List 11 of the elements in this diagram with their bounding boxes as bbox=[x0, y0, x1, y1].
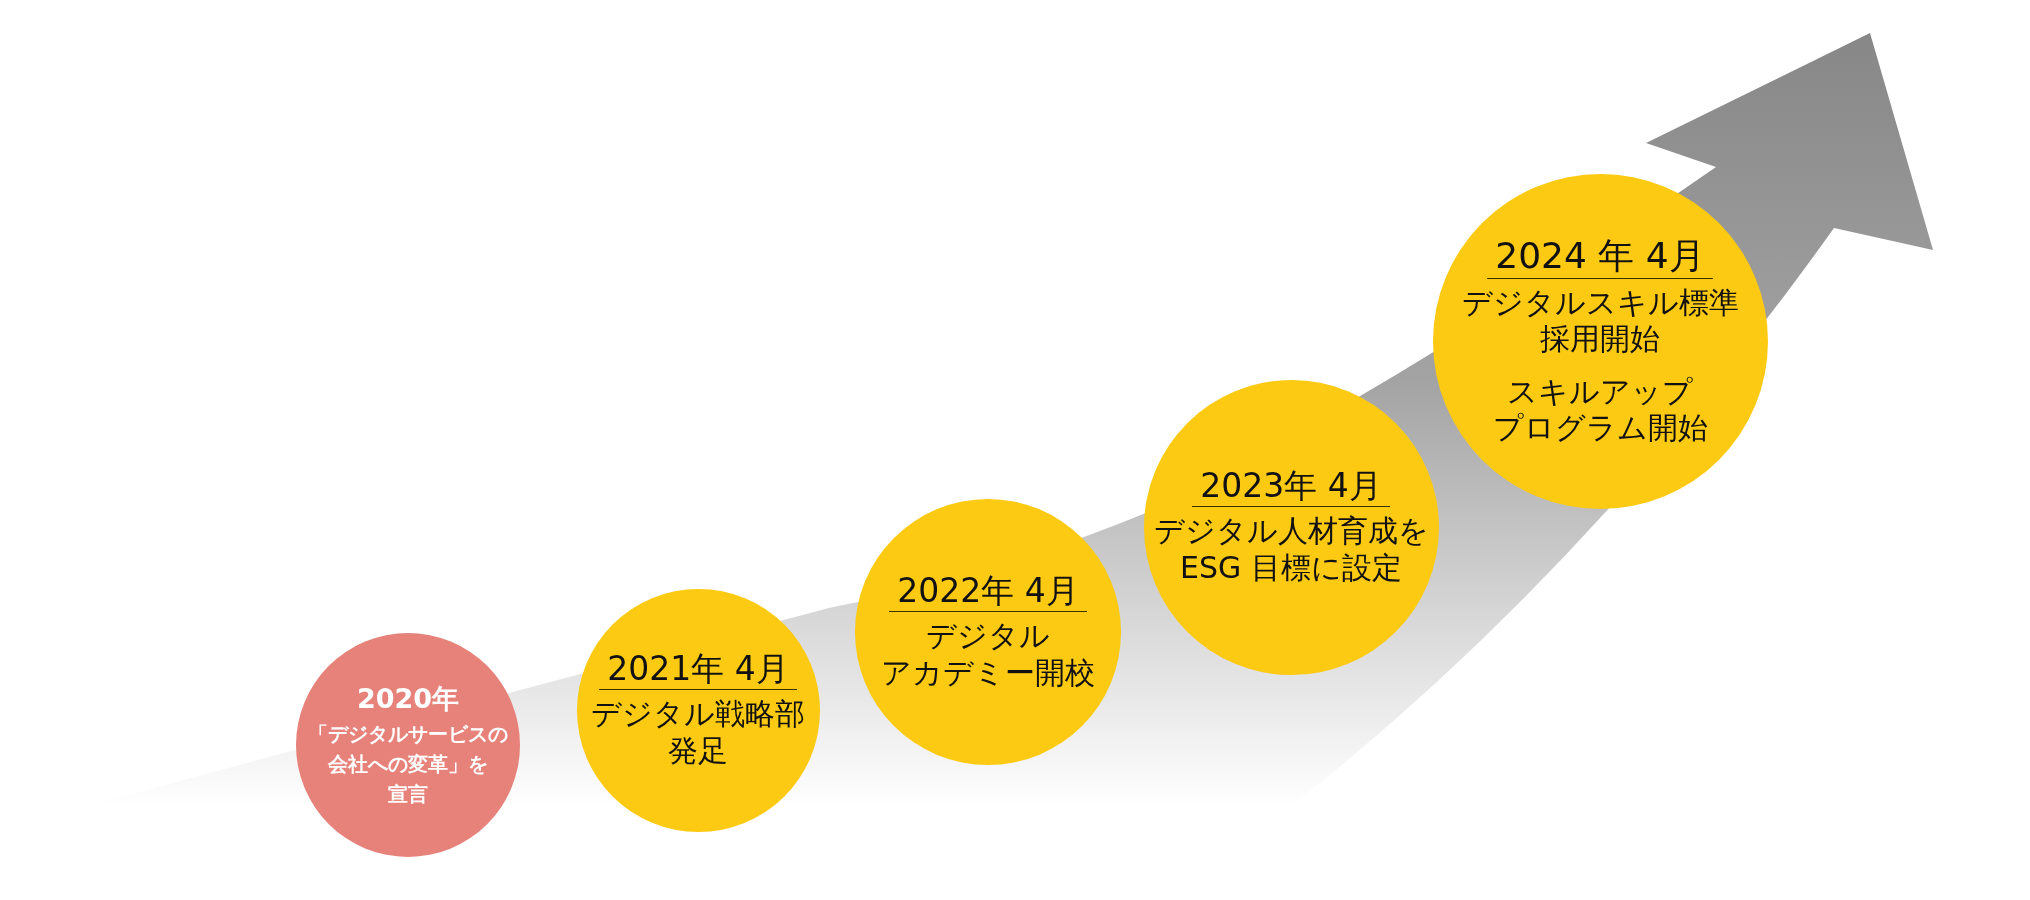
date-heading: 2020年 bbox=[356, 682, 460, 717]
milestone-text: デジタル人材育成をESG 目標に設定 bbox=[1153, 513, 1429, 587]
milestone-text: デジタル戦略部発足 bbox=[591, 696, 805, 770]
date-heading: 2023年 4月 bbox=[1192, 467, 1390, 508]
milestone-text: スキルアッププログラム開始 bbox=[1492, 373, 1708, 447]
date-heading: 2022年 4月 bbox=[889, 572, 1087, 613]
milestone-text: デジタルスキル標準採用開始 bbox=[1461, 284, 1739, 358]
date-heading: 2024 年 4月 bbox=[1487, 235, 1713, 279]
date-heading: 2021年 4月 bbox=[599, 650, 797, 691]
milestone-text: デジタルアカデミー開校 bbox=[881, 618, 1095, 692]
milestone-text: 「デジタルサービスの会社への変革」を宣言 bbox=[308, 720, 508, 808]
